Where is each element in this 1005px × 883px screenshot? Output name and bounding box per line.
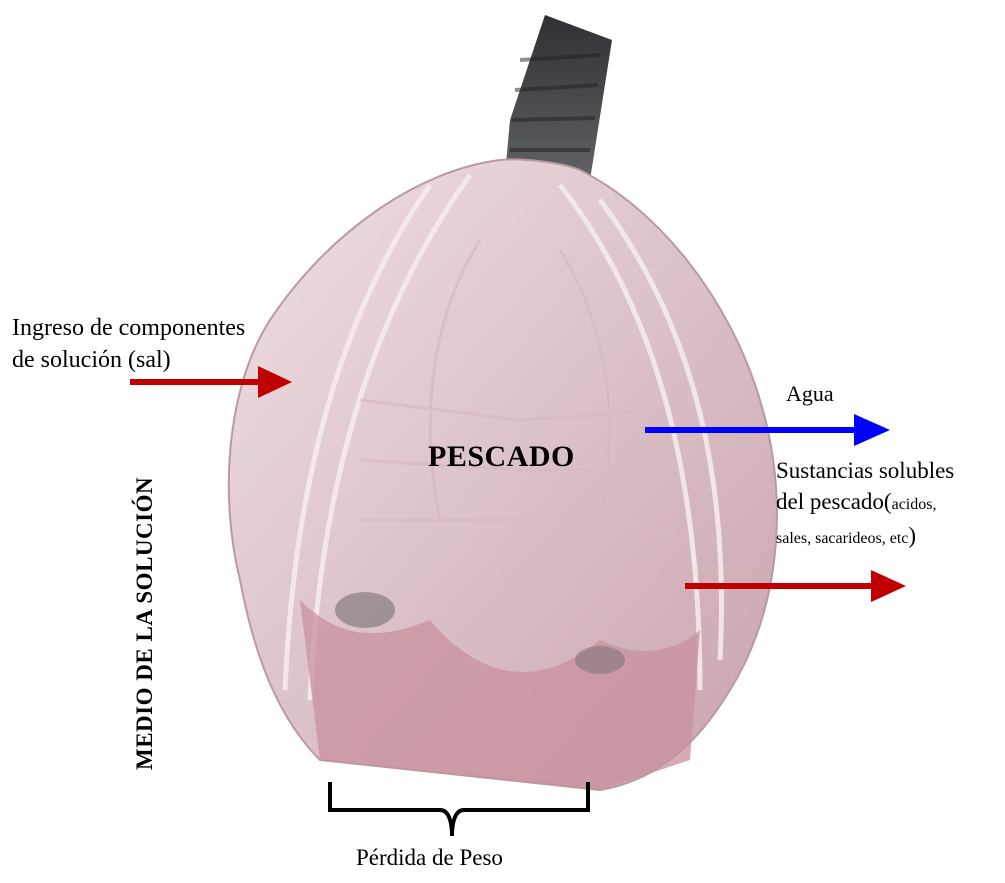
water-label: Agua	[786, 381, 834, 407]
soluble-substances-label: Sustancias solubles del pescado(acidos, …	[776, 455, 954, 554]
solution-medium-label: MEDIO DE LA SOLUCIÓN	[132, 477, 158, 770]
fish-label: PESCADO	[428, 440, 575, 474]
weight-loss-label: Pérdida de Peso	[356, 845, 503, 871]
weight-loss-brace	[330, 782, 588, 836]
salt-intake-label: Ingreso de componentes de solución (sal)	[12, 312, 245, 376]
